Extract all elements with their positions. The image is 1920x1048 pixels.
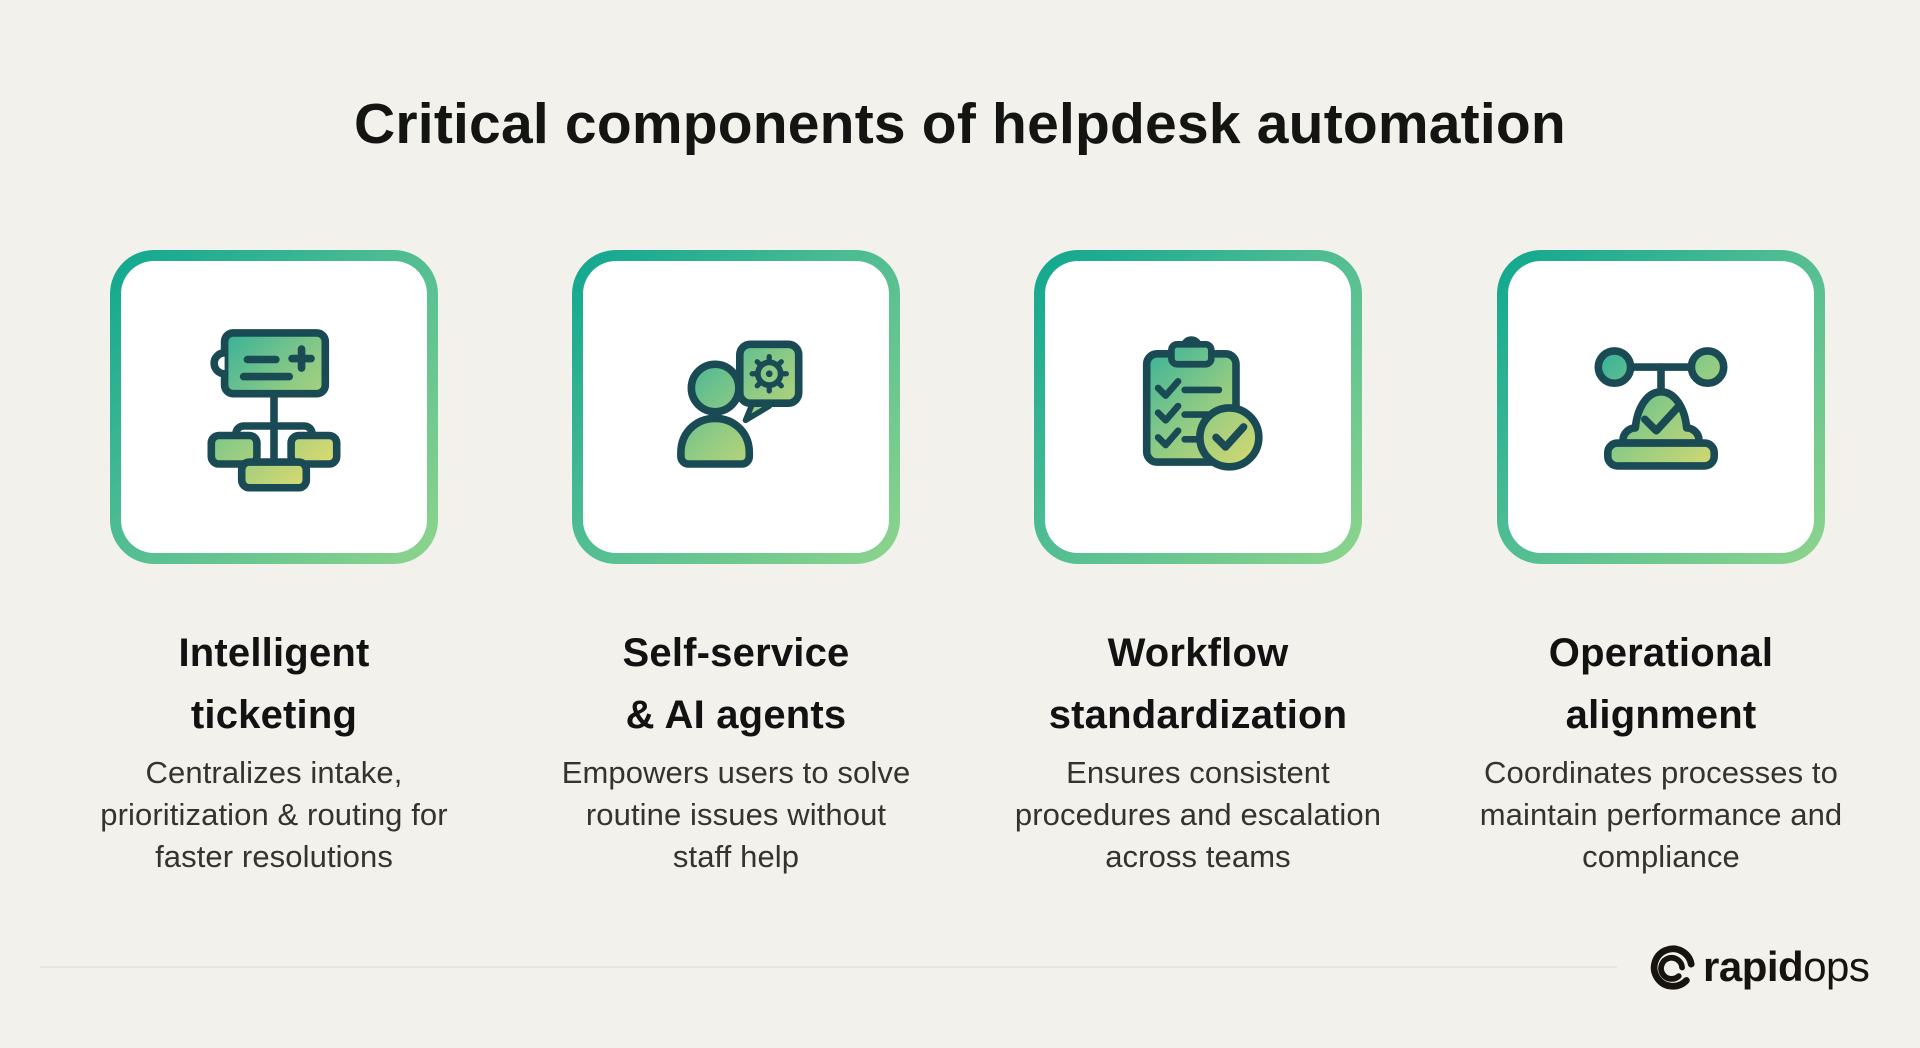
card-self-service-ai-agents-body	[583, 261, 889, 553]
footer-divider	[40, 966, 1617, 968]
card-title-workflow-standardization: Workflow standardization	[1048, 631, 1348, 737]
card-title-self-service-ai-agents: Self-service & AI agents	[622, 631, 850, 737]
brand-text-ops: ops	[1803, 943, 1870, 990]
user-gear-chat-icon	[677, 340, 803, 468]
card-title-operational-alignment: Operational alignment	[1548, 631, 1774, 737]
card-operational-alignment-body	[1508, 261, 1814, 553]
card-intelligent-ticketing	[110, 250, 438, 564]
brand-text-rapid: rapid	[1703, 943, 1804, 990]
rapidops-swirl-icon	[1650, 945, 1695, 990]
card-description-self-service-ai-agents: Empowers users to solve routine issues w…	[561, 755, 911, 874]
alignment-check-icon	[1594, 347, 1728, 470]
card-description-intelligent-ticketing: Centralizes intake, prioritization & rou…	[100, 755, 448, 874]
rapidops-logo: rapidops	[1650, 942, 1870, 992]
card-intelligent-ticketing-body	[121, 261, 427, 553]
card-workflow-standardization	[1034, 250, 1362, 564]
card-workflow-standardization-body	[1045, 261, 1351, 553]
ticket-routing-icon	[207, 329, 341, 492]
card-description-workflow-standardization: Ensures consistent procedures and escala…	[1014, 755, 1382, 874]
card-operational-alignment	[1497, 250, 1825, 564]
rapidops-wordmark: rapidops	[1703, 942, 1870, 992]
checklist-clipboard-icon	[1142, 336, 1263, 471]
card-self-service-ai-agents	[572, 250, 900, 564]
card-title-intelligent-ticketing: Intelligent ticketing	[178, 631, 370, 737]
page-title: Critical components of helpdesk automati…	[354, 92, 1566, 156]
card-description-operational-alignment: Coordinates processes to maintain perfor…	[1479, 755, 1843, 874]
